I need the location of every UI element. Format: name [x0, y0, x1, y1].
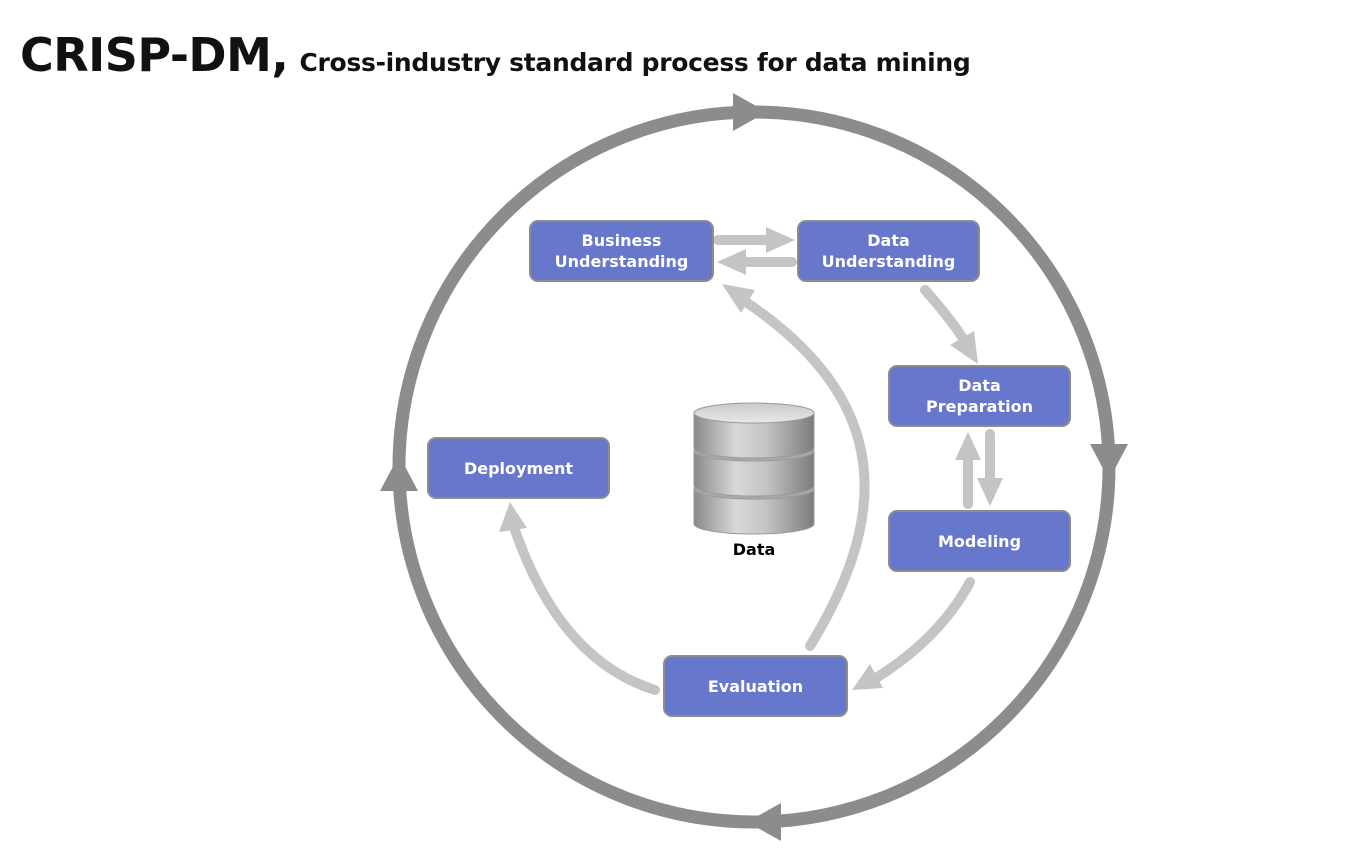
data-store-label: Data: [732, 540, 776, 559]
title-subtitle: Cross-industry standard process for data…: [299, 48, 971, 77]
outer-cycle-arrow-left: [380, 455, 418, 491]
arrow-evaluation-to-business-shaft: [735, 293, 870, 651]
phase-data-preparation: Data Preparation: [888, 365, 1071, 427]
arrow-evaluation-to-deployment-head: [499, 502, 527, 532]
diagram-title: CRISP-DM, Cross-industry standard proces…: [20, 28, 971, 82]
outer-cycle-arrow-right: [1090, 444, 1128, 480]
arrow-evaluation-to-business-head: [722, 284, 755, 313]
arrow-data-to-business-understanding-head: [717, 249, 746, 275]
arrow-preparation-to-modeling-head: [977, 478, 1003, 506]
outer-cycle-arrow-bottom: [747, 803, 781, 841]
arrow-modeling-to-evaluation-head: [852, 664, 883, 690]
phase-data-understanding: Data Understanding: [797, 220, 980, 282]
arrow-business-to-data-understanding-head: [766, 227, 795, 253]
arrow-understanding-to-preparation-shaft: [920, 285, 969, 345]
arrow-understanding-to-preparation-head: [950, 331, 978, 364]
arrow-modeling-to-evaluation-shaft: [871, 577, 975, 683]
outer-cycle-arrow-top: [733, 93, 767, 131]
phase-business-understanding: Business Understanding: [529, 220, 714, 282]
database-icon: [693, 402, 815, 535]
phase-evaluation: Evaluation: [663, 655, 848, 717]
title-main: CRISP-DM,: [20, 28, 289, 82]
arrow-modeling-to-preparation-head: [955, 432, 981, 460]
arrow-evaluation-to-deployment-shaft: [510, 525, 660, 695]
phase-deployment: Deployment: [427, 437, 610, 499]
phase-modeling: Modeling: [888, 510, 1071, 572]
